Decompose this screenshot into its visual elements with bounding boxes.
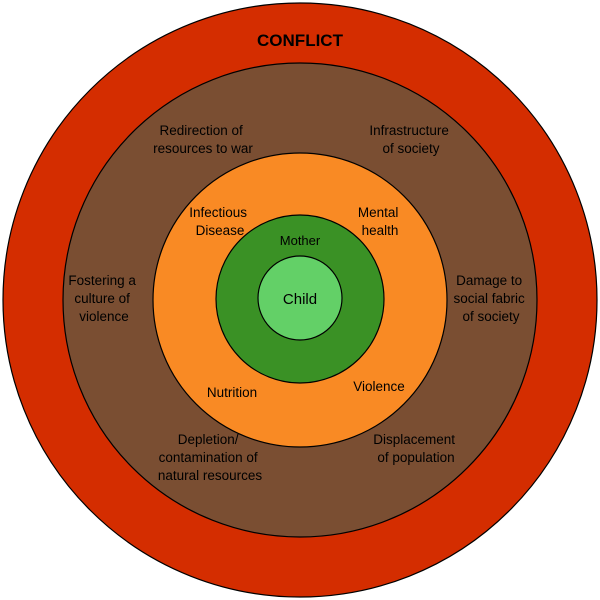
label-child: Child [283, 291, 317, 308]
label-fostering-culture-of-violence: Fostering a culture of violence [68, 273, 139, 324]
label-violence: Violence [353, 379, 405, 394]
label-redirection-of-resources: Redirection of resources to war [153, 123, 253, 156]
label-depletion-of-natural-resources: Depletion/ contamination of natural reso… [158, 432, 263, 483]
label-infectious-disease: Infectious Disease [189, 205, 251, 238]
label-damage-to-social-fabric: Damage to social fabric of society [453, 273, 528, 324]
label-displacement-of-population: Displacement of population [373, 432, 459, 465]
label-infrastructure-of-society: Infrastructure of society [369, 123, 452, 156]
conflict-title: CONFLICT [257, 31, 344, 50]
label-mental-health: Mental health [358, 205, 402, 238]
label-nutrition: Nutrition [207, 385, 257, 400]
label-mother: Mother [280, 233, 321, 248]
child-circle [257, 255, 343, 341]
